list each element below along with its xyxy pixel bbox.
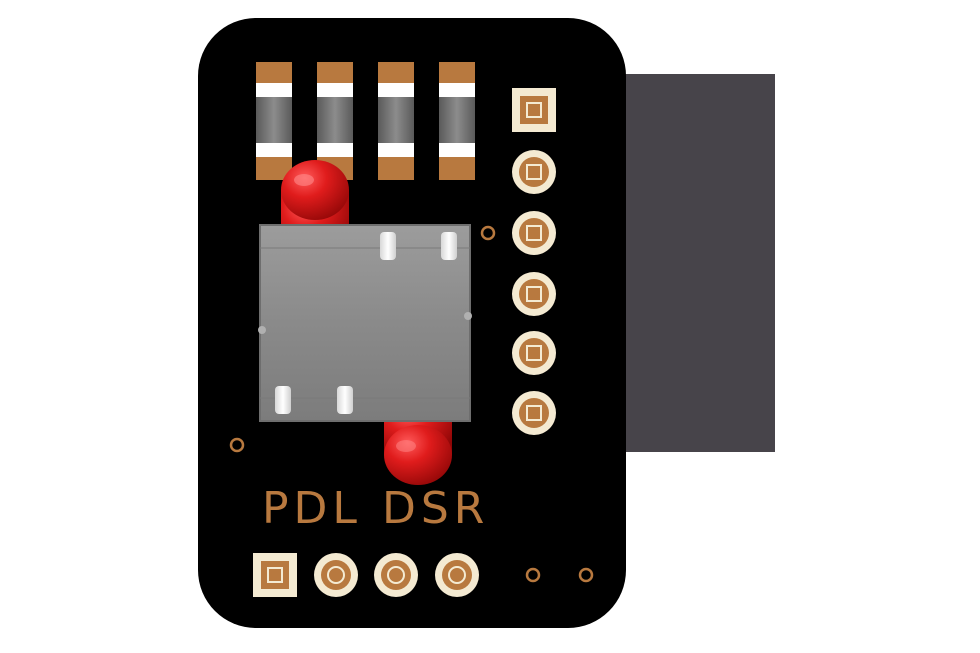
connector-housing: [600, 74, 775, 452]
via-group: [229, 225, 594, 583]
resistor: [256, 62, 292, 180]
header-pin: [374, 553, 418, 597]
pin-header-bottom: [253, 553, 479, 597]
header-pin: [512, 331, 556, 375]
via: [578, 567, 594, 583]
header-pin: [512, 272, 556, 316]
ic-lead: [441, 232, 457, 260]
resistor: [439, 62, 475, 180]
ic-chip: [258, 224, 472, 422]
ic-lead: [337, 386, 353, 414]
pin-header-right: [512, 88, 556, 435]
ic-lead: [275, 386, 291, 414]
header-pin: [512, 150, 556, 194]
header-pin: [512, 211, 556, 255]
via: [229, 437, 245, 453]
silkscreen-label-dsr: DSR: [382, 483, 489, 534]
header-pin: [435, 553, 479, 597]
ic-lead: [380, 232, 396, 260]
resistor-array: [256, 62, 475, 180]
header-pin: [314, 553, 358, 597]
resistor: [317, 62, 353, 180]
header-pin: [512, 391, 556, 435]
via: [480, 225, 496, 241]
resistor: [378, 62, 414, 180]
silkscreen-label-pdl: PDL: [262, 483, 362, 534]
via: [525, 567, 541, 583]
